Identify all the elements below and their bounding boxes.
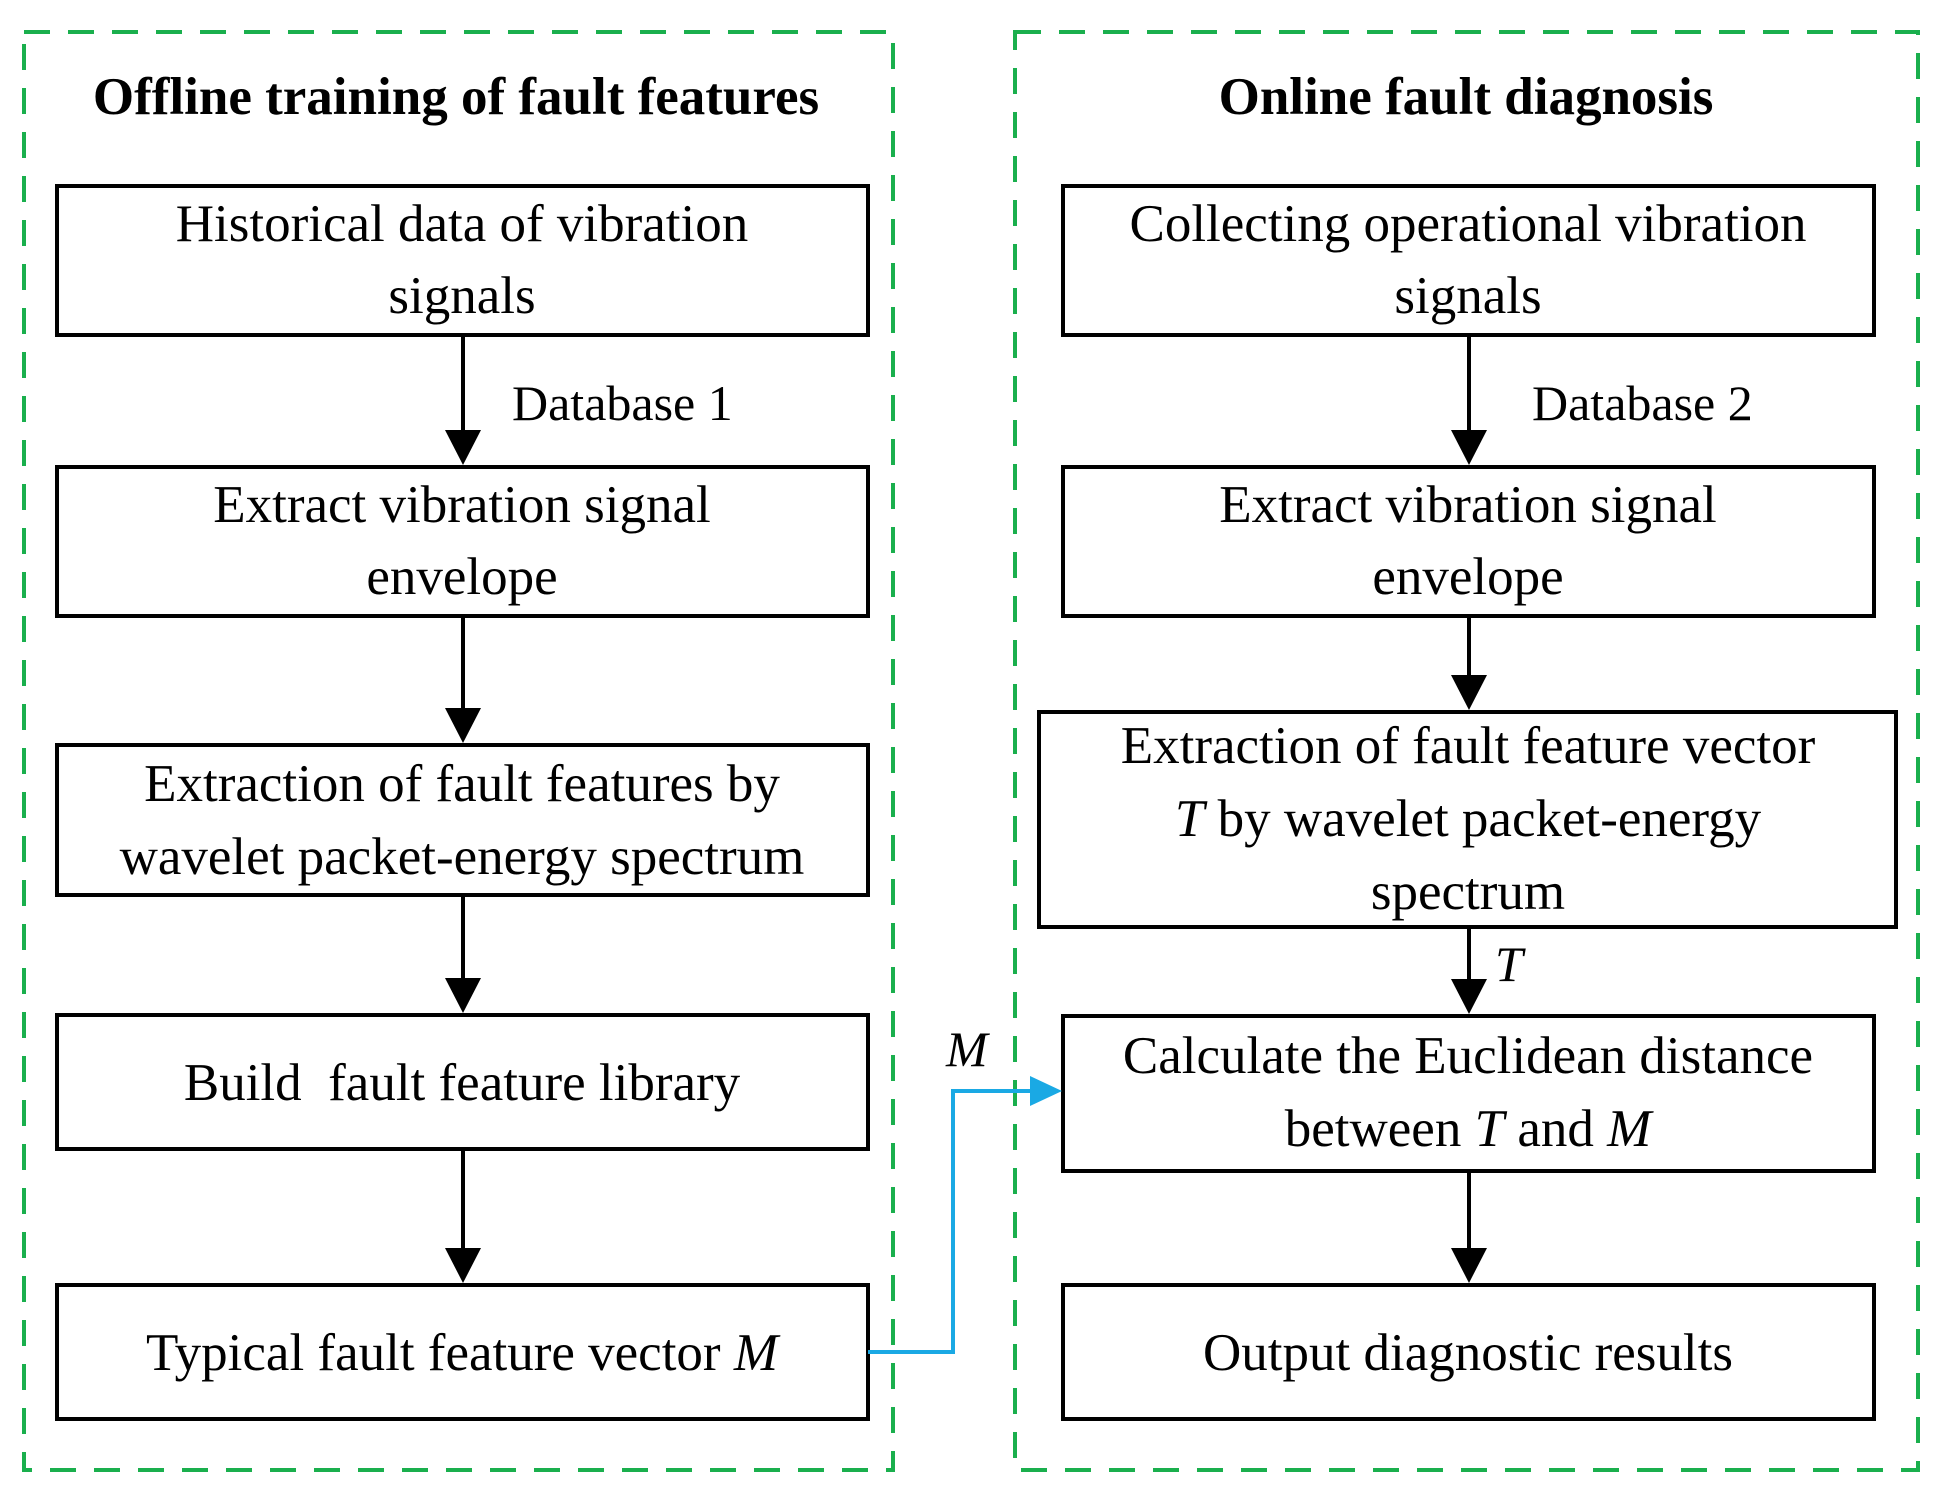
offline-box-extract-envelope: [55, 465, 870, 618]
online-box-euclidean: [1061, 1014, 1876, 1173]
online-box-collecting: [1061, 184, 1876, 337]
database-1-label: Database 1: [512, 375, 733, 431]
online-arrowhead-1: [1451, 430, 1487, 465]
offline-group-border: [22, 30, 895, 1472]
online-box-output-results: [1061, 1283, 1876, 1421]
online-box-collecting-line1: Collecting operational vibration: [1129, 195, 1806, 253]
online-box-extract-envelope-line2: envelope: [1372, 548, 1563, 606]
euclidean-var-t: T: [1475, 1100, 1508, 1158]
offline-arrowhead-3: [445, 978, 481, 1013]
online-arrowhead-3: [1451, 979, 1487, 1014]
t-flow-label: T: [1495, 936, 1526, 992]
offline-box-historical-data-line1: Historical data of vibration: [176, 195, 749, 253]
online-box-euclidean-line2: between T and M: [1285, 1100, 1654, 1158]
offline-arrowhead-1: [445, 430, 481, 465]
online-box-output-results-text: Output diagnostic results: [1203, 1324, 1733, 1382]
m-connector-arrowhead: [1030, 1076, 1062, 1106]
offline-box-historical-data-line2: signals: [388, 267, 535, 325]
online-box-collecting-line2: signals: [1394, 267, 1541, 325]
offline-box-extract-envelope-line2: envelope: [366, 548, 557, 606]
database-2-label: Database 2: [1532, 375, 1753, 431]
typical-vector-label: Typical fault feature vector: [146, 1324, 734, 1382]
online-box-extract-envelope: [1061, 465, 1876, 618]
euclidean-and: and: [1504, 1100, 1607, 1158]
offline-box-historical-data: [55, 184, 870, 337]
online-box-feature-vector-t: [1037, 710, 1898, 929]
online-box-extract-envelope-line1: Extract vibration signal: [1219, 476, 1716, 534]
m-connector-label: M: [945, 1021, 990, 1077]
euclidean-between: between: [1285, 1100, 1475, 1158]
feature-vector-line2-rest: by wavelet packet-energy: [1204, 790, 1761, 848]
offline-box-build-library-text: Build fault feature library: [184, 1054, 741, 1112]
typical-vector-var-m: M: [733, 1324, 781, 1382]
online-box-euclidean-line1: Calculate the Euclidean distance: [1123, 1027, 1813, 1085]
online-box-feature-vector-t-line3: spectrum: [1371, 863, 1565, 921]
m-connector-line: [868, 1089, 1038, 1354]
offline-arrowhead-2: [445, 708, 481, 743]
offline-box-extract-envelope-line1: Extract vibration signal: [213, 476, 710, 534]
euclidean-var-m: M: [1606, 1100, 1654, 1158]
offline-arrowhead-4: [445, 1248, 481, 1283]
online-group-border: [1013, 30, 1920, 1472]
online-box-feature-vector-t-line2: T by wavelet packet-energy: [1175, 790, 1762, 848]
online-title: Online fault diagnosis: [1219, 68, 1714, 126]
online-arrowhead-4: [1451, 1248, 1487, 1283]
online-box-feature-vector-t-line1: Extraction of fault feature vector: [1121, 717, 1816, 775]
offline-box-typical-vector: [55, 1283, 870, 1421]
offline-box-wavelet-features-line1: Extraction of fault features by: [144, 755, 780, 813]
offline-box-typical-vector-text: Typical fault feature vector M: [146, 1324, 781, 1382]
offline-box-wavelet-features-line2: wavelet packet-energy spectrum: [120, 828, 805, 886]
offline-box-wavelet-features: [55, 743, 870, 897]
feature-vector-var-t: T: [1175, 790, 1208, 848]
online-arrowhead-2: [1451, 675, 1487, 710]
offline-box-build-library: [55, 1013, 870, 1151]
offline-title: Offline training of fault features: [93, 68, 819, 126]
